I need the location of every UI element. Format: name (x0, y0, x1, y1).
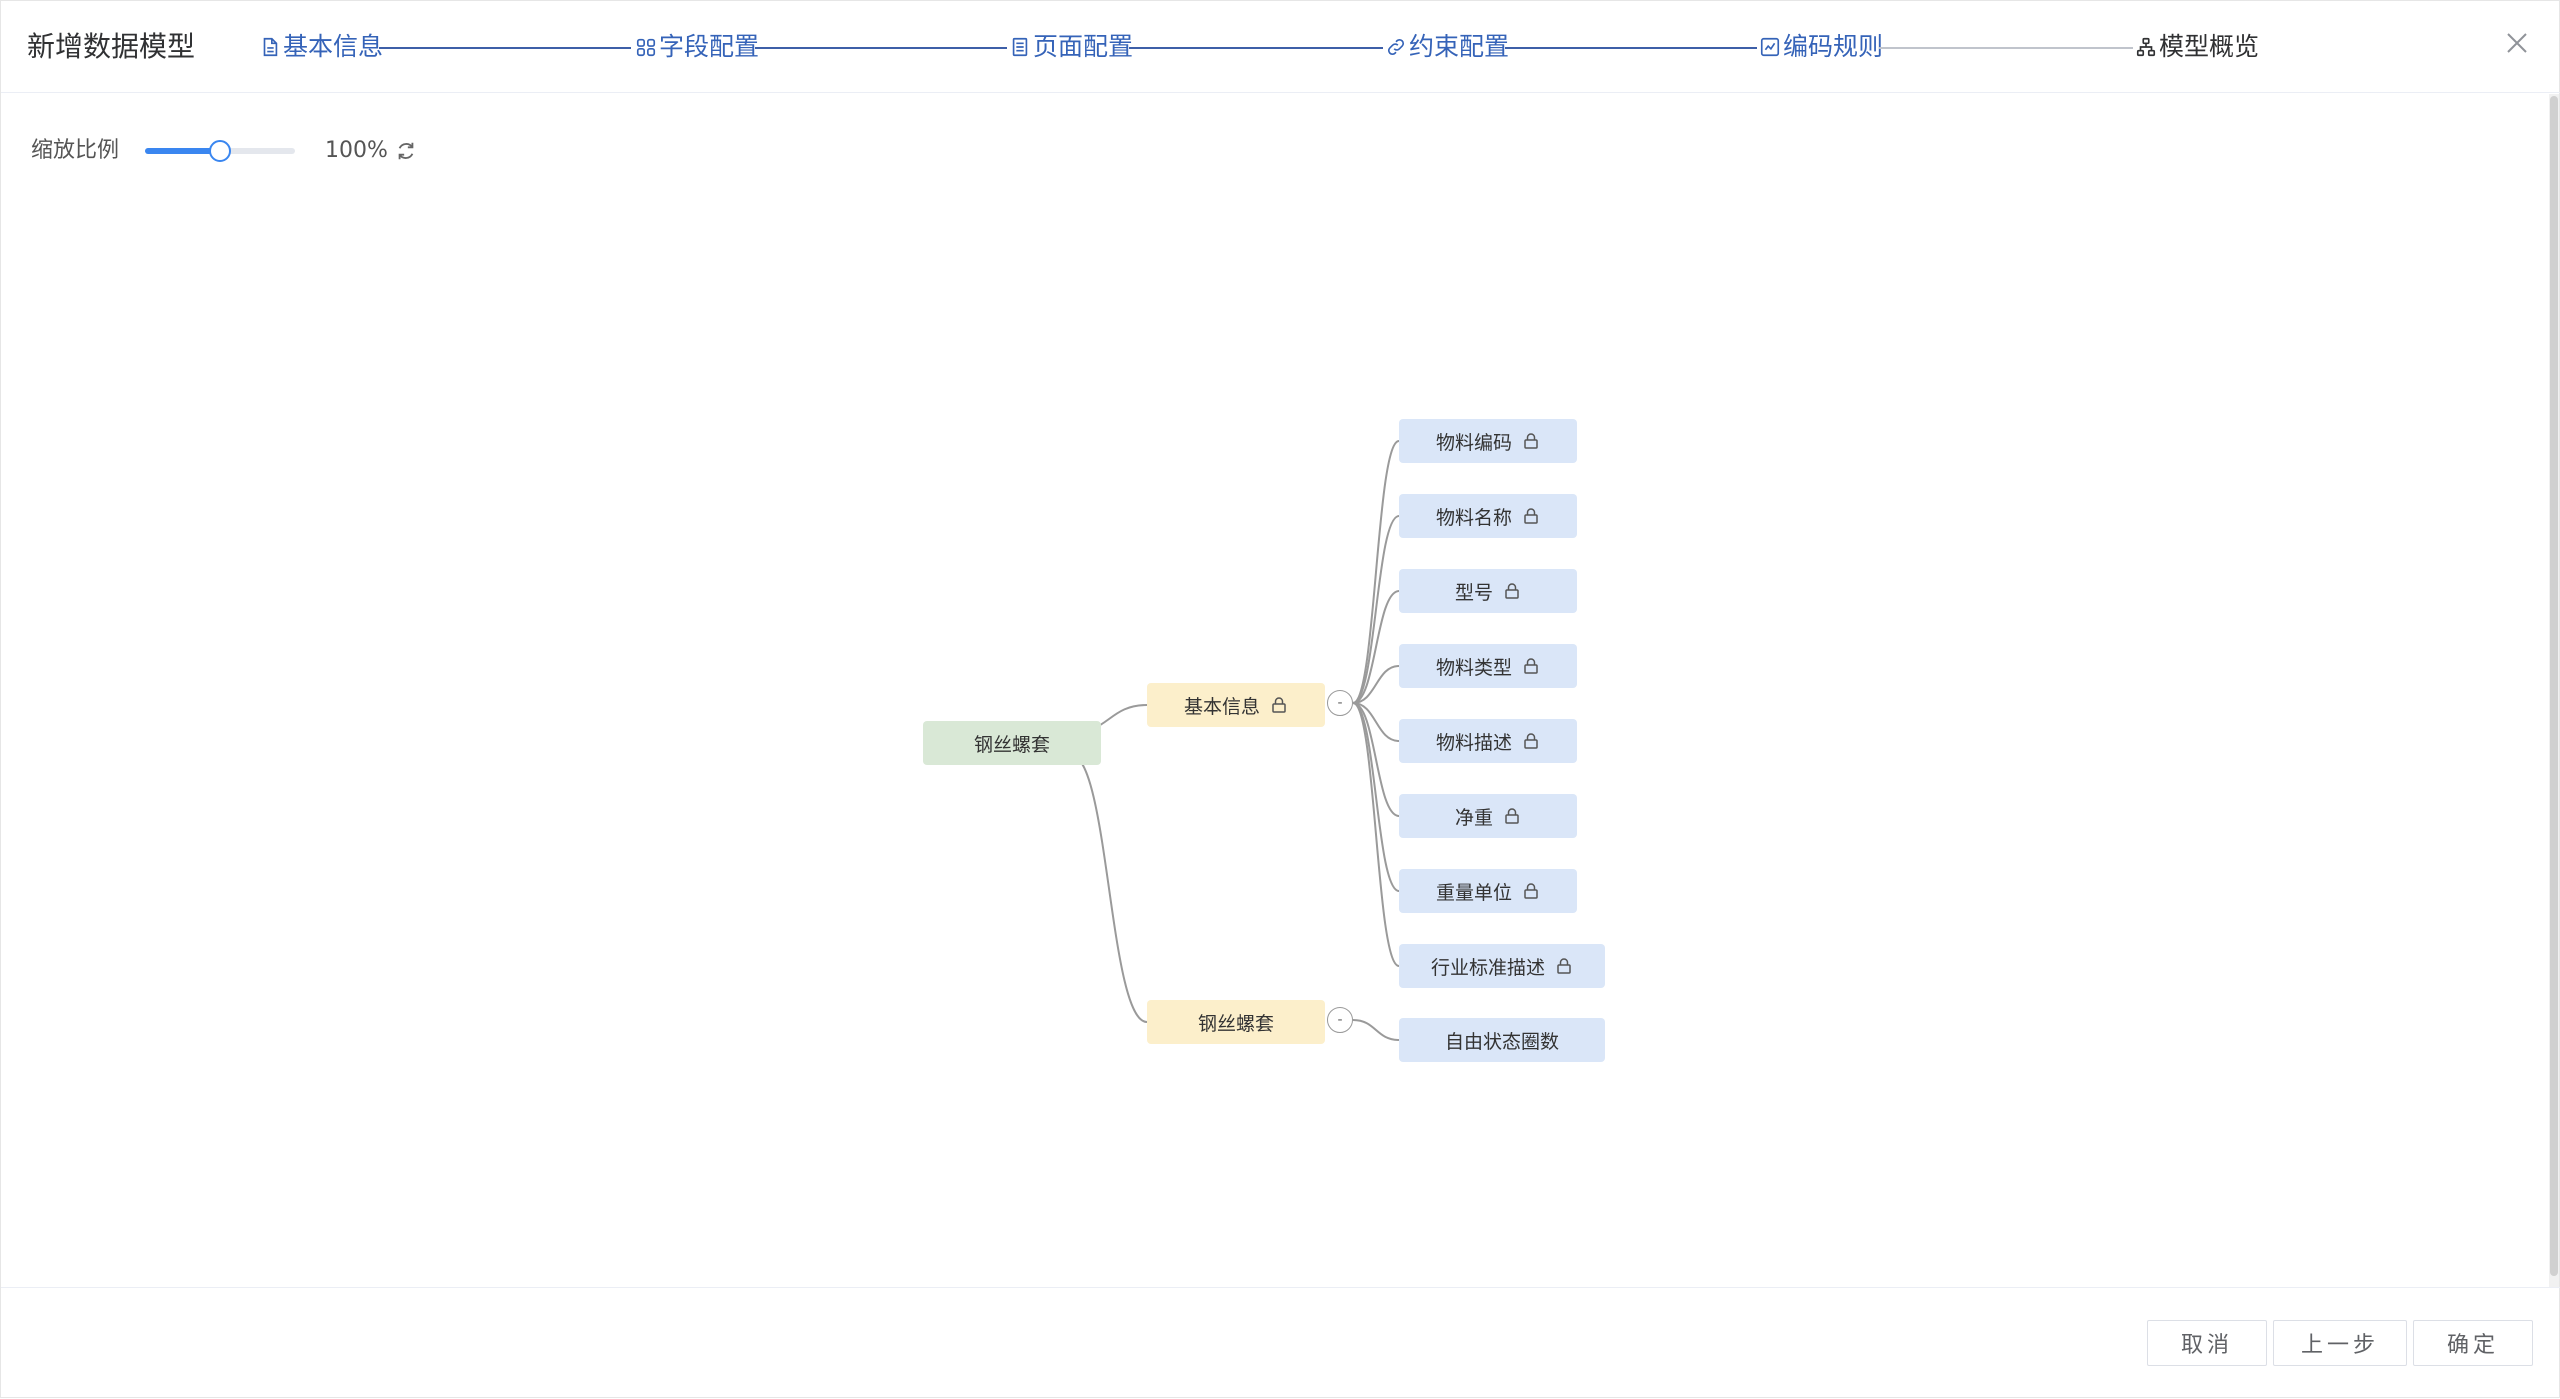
lock-icon (1524, 433, 1538, 449)
mindmap-field-node[interactable]: 物料类型 (1399, 644, 1577, 688)
lock-icon (1505, 808, 1519, 824)
mindmap-edge (1352, 702, 1400, 892)
close-button[interactable] (2503, 29, 2531, 57)
node-label: 重量单位 (1435, 881, 1512, 904)
dialog-header: 新增数据模型 基本信息 字段配置 (1, 1, 2560, 93)
mindmap-edge (1352, 702, 1400, 967)
mindmap-edge (1070, 754, 1148, 1023)
mindmap-edge (1352, 702, 1400, 817)
step-field-config[interactable]: 字段配置 (635, 29, 759, 65)
mindmap-edge (1352, 1019, 1400, 1041)
step-encoding-rules[interactable]: 编码规则 (1759, 29, 1883, 65)
mindmap-field-node[interactable]: 重量单位 (1399, 869, 1577, 913)
lock-icon (1272, 697, 1286, 713)
step-connector (1879, 47, 2133, 49)
collapse-toggle[interactable]: - (1327, 1007, 1353, 1033)
step-connector (379, 47, 631, 49)
link-icon (1387, 38, 1405, 56)
mindmap-root-node[interactable]: 钢丝螺套 (923, 721, 1101, 765)
dialog-title: 新增数据模型 (27, 30, 196, 63)
zoom-slider[interactable] (145, 140, 295, 162)
grid-icon (636, 38, 656, 57)
mindmap-field-node[interactable]: 物料编码 (1399, 419, 1577, 463)
mindmap-edge (1352, 702, 1400, 742)
reset-zoom-button[interactable] (395, 140, 417, 162)
step-page-config[interactable]: 页面配置 (1009, 29, 1133, 65)
zoom-value: 100% (325, 138, 388, 163)
step-connector (1505, 47, 1757, 49)
mindmap-edge (1352, 515, 1400, 704)
node-label: 自由状态圈数 (1444, 1030, 1559, 1053)
lock-icon (1557, 958, 1571, 974)
step-connector (755, 47, 1007, 49)
node-label: 行业标准描述 (1430, 956, 1545, 979)
mindmap-field-node[interactable]: 净重 (1399, 794, 1577, 838)
step-constraint-config[interactable]: 约束配置 (1385, 29, 1509, 65)
page-icon (1012, 37, 1028, 57)
mindmap-edges (1070, 440, 1400, 1041)
node-label: 物料描述 (1435, 731, 1512, 754)
mindmap-group-node[interactable]: 基本信息 (1147, 683, 1325, 727)
mindmap-field-node[interactable]: 型号 (1399, 569, 1577, 613)
lock-icon (1505, 583, 1519, 599)
step-label: 模型概览 (2159, 32, 2260, 61)
slider-thumb[interactable] (209, 140, 231, 162)
step-model-overview[interactable]: 模型概览 (2135, 29, 2259, 65)
node-label: 物料编码 (1435, 431, 1512, 454)
node-label: 物料名称 (1435, 506, 1512, 529)
node-label: 钢丝螺套 (973, 733, 1050, 756)
mindmap-edge (1352, 440, 1400, 704)
mindmap-field-node[interactable]: 自由状态圈数 (1399, 1018, 1605, 1062)
mindmap-field-node[interactable]: 物料描述 (1399, 719, 1577, 763)
confirm-button[interactable]: 确定 (2413, 1320, 2533, 1366)
step-label: 字段配置 (659, 32, 760, 61)
vertical-scrollbar[interactable] (2549, 94, 2559, 1287)
step-label: 基本信息 (283, 32, 384, 61)
document-icon (263, 37, 278, 57)
lock-icon (1524, 883, 1538, 899)
collapse-toggle[interactable]: - (1327, 690, 1353, 716)
mindmap-field-node[interactable]: 物料名称 (1399, 494, 1577, 538)
mindmap-canvas[interactable]: 钢丝螺套基本信息-物料编码物料名称型号物料类型物料描述净重重量单位行业标准描述钢… (1, 94, 2549, 1287)
lock-icon (1524, 508, 1538, 524)
mindmap-edge (1352, 590, 1400, 704)
chart-icon (1760, 37, 1780, 57)
node-label: 净重 (1454, 806, 1493, 829)
hierarchy-icon (2136, 37, 2156, 57)
slider-fill (145, 148, 220, 154)
step-label: 编码规则 (1783, 32, 1884, 61)
cancel-button[interactable]: 取消 (2147, 1320, 2267, 1366)
lock-icon (1524, 733, 1538, 749)
step-basic-info[interactable]: 基本信息 (259, 29, 383, 65)
step-label: 页面配置 (1033, 32, 1134, 61)
refresh-icon (398, 142, 414, 160)
step-connector (1129, 47, 1383, 49)
close-icon (2507, 33, 2527, 53)
scrollbar-thumb[interactable] (2550, 96, 2558, 1276)
node-label: 基本信息 (1183, 695, 1260, 718)
lock-icon (1524, 658, 1538, 674)
zoom-label: 缩放比例 (31, 138, 120, 163)
node-label: 型号 (1454, 581, 1493, 604)
node-label: 物料类型 (1435, 656, 1512, 679)
node-label: 钢丝螺套 (1197, 1012, 1274, 1035)
dialog-footer: 取消 上一步 确定 (1, 1287, 2560, 1399)
mindmap-edge (1352, 665, 1400, 704)
steps-bar: 基本信息 字段配置 页面配置 (1, 1, 2301, 93)
mindmap-field-node[interactable]: 行业标准描述 (1399, 944, 1605, 988)
step-label: 约束配置 (1409, 32, 1510, 61)
mindmap-group-node[interactable]: 钢丝螺套 (1147, 1000, 1325, 1044)
prev-step-button[interactable]: 上一步 (2273, 1320, 2407, 1366)
